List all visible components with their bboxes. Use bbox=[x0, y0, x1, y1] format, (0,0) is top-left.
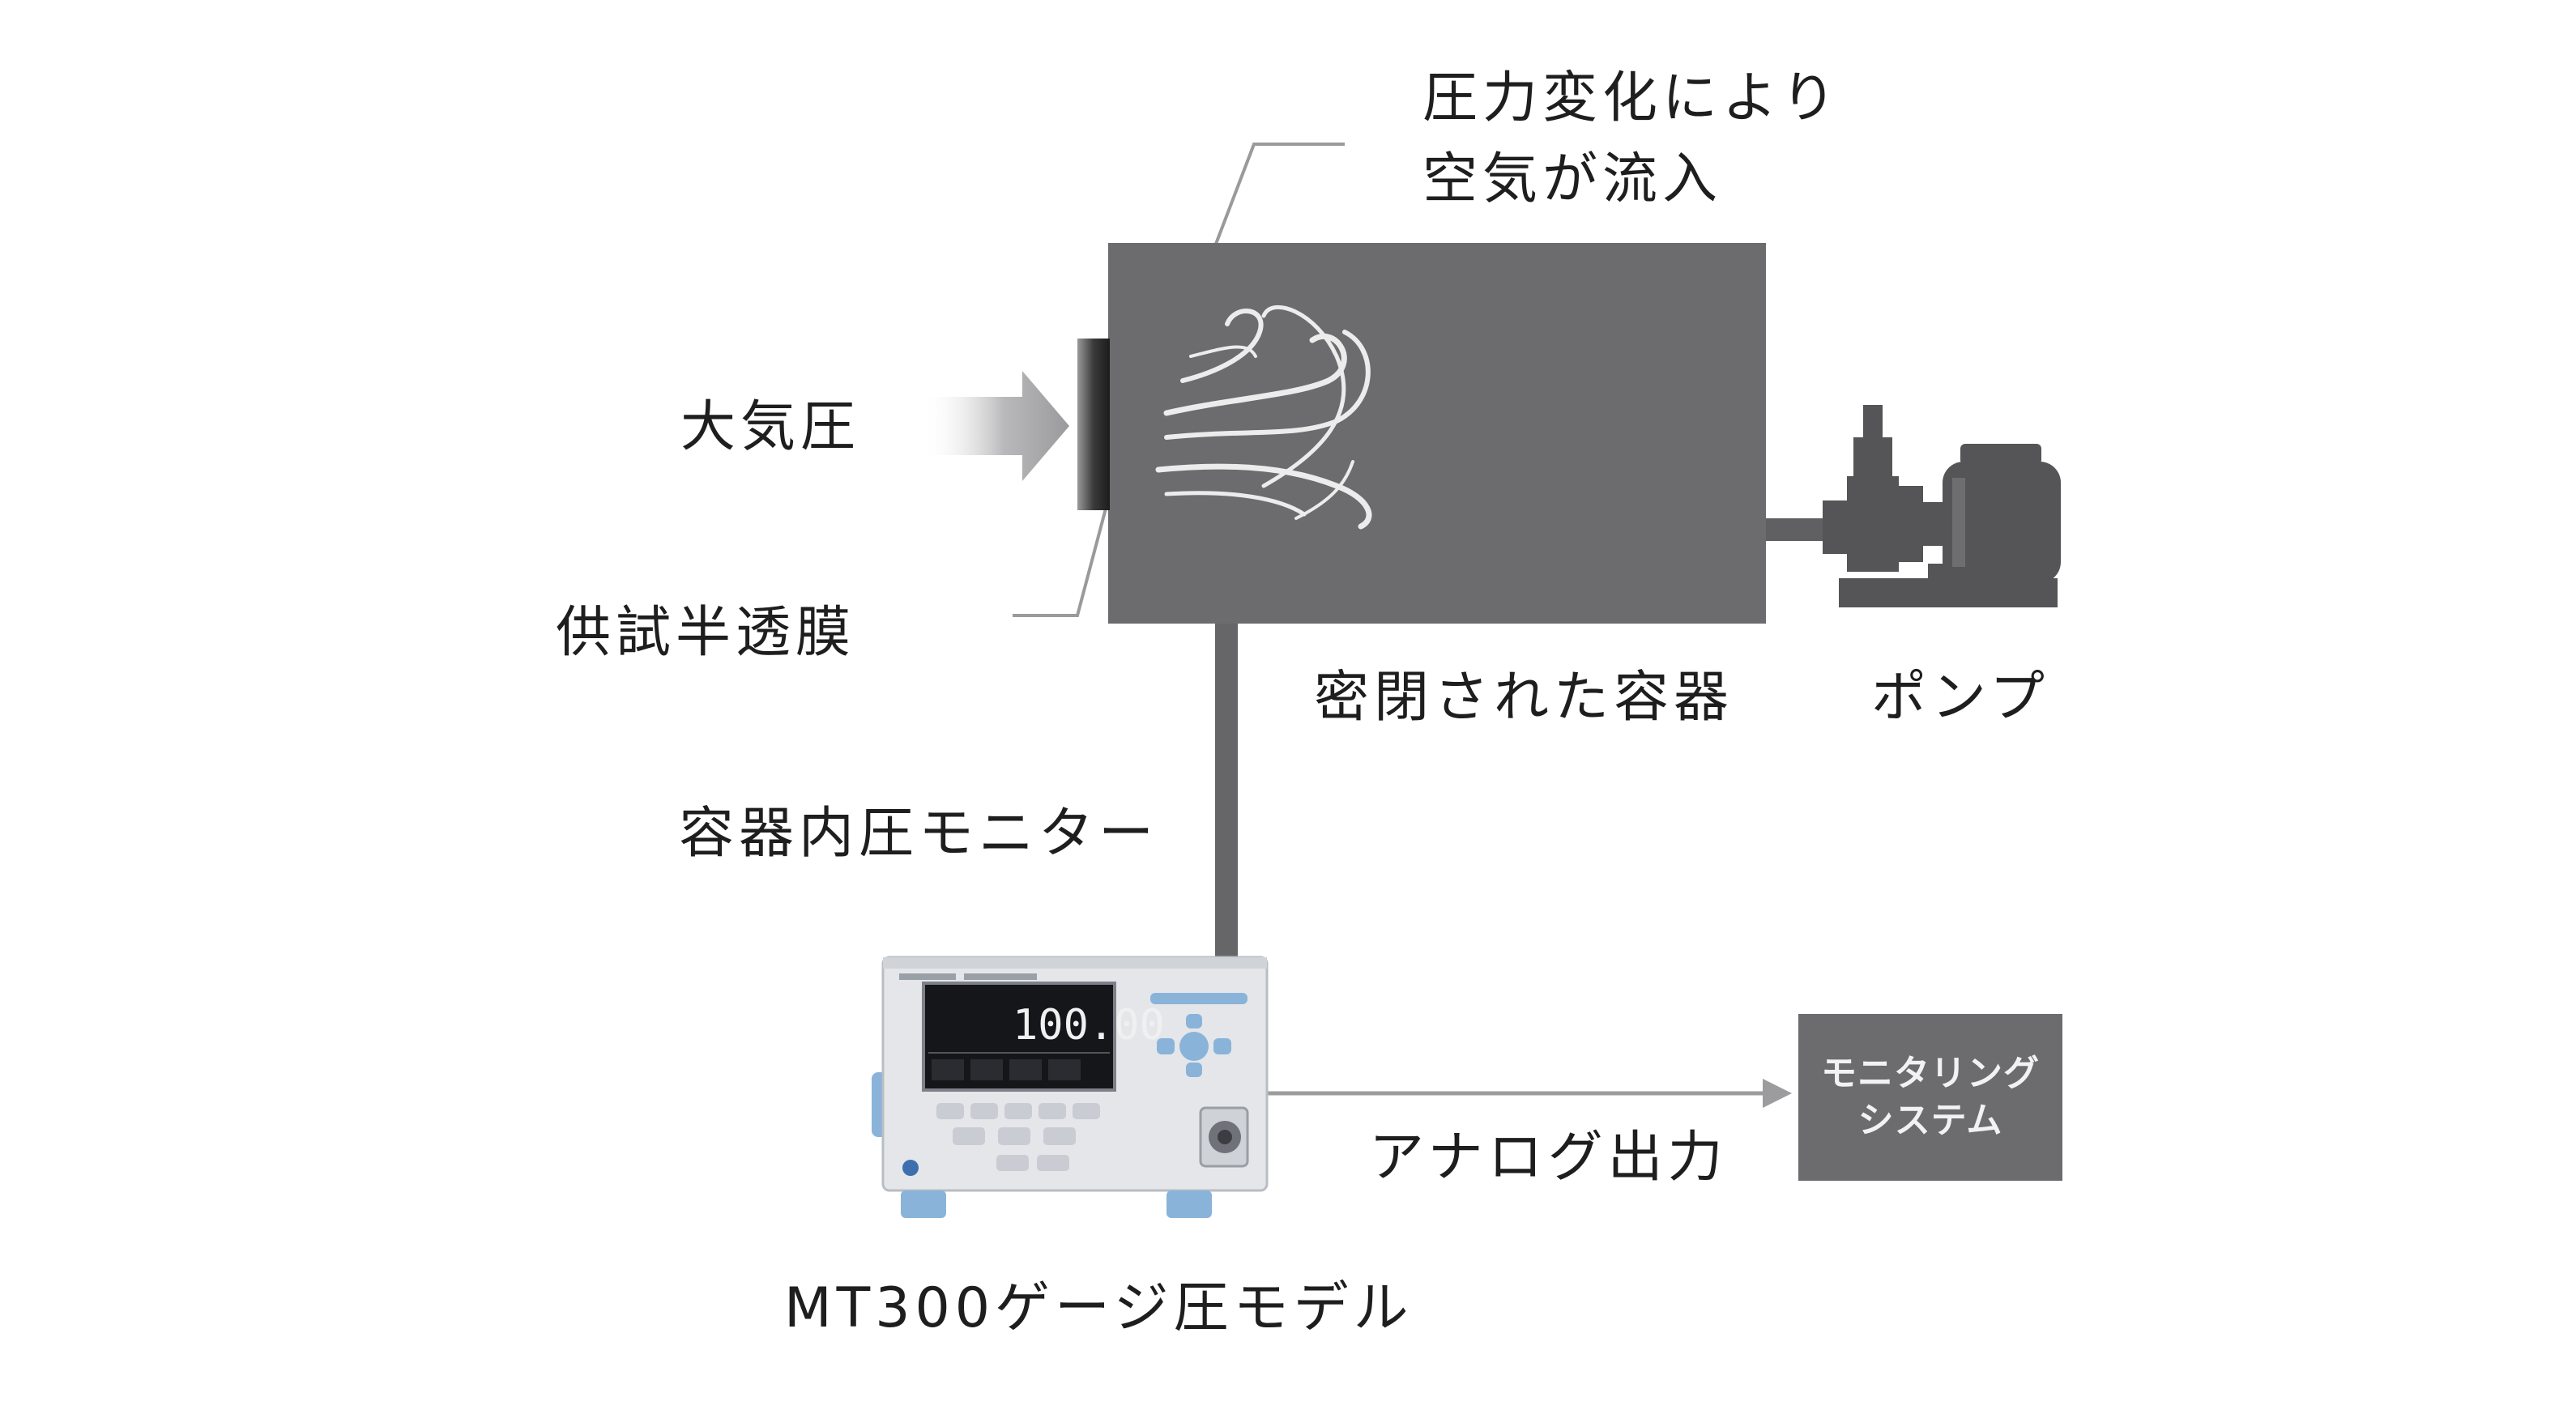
container-pressure-monitor-label: 容器内圧モニター bbox=[679, 802, 1159, 866]
pump-icon bbox=[1823, 405, 2061, 607]
monitoring-system-box: モニタリング システム bbox=[1798, 1014, 2062, 1181]
air-inflow-label-line1: 圧力変化により bbox=[1422, 66, 1841, 130]
monitoring-system-label-line1: モニタリング bbox=[1821, 1053, 2040, 1094]
atmospheric-pressure-label: 大気圧 bbox=[680, 395, 861, 459]
atmospheric-pressure-arrow bbox=[923, 371, 1069, 481]
inflow-leader-line bbox=[1205, 143, 1345, 268]
air-flow-icon bbox=[1155, 305, 1372, 530]
test-membrane-label: 供試半透膜 bbox=[556, 601, 856, 665]
sealed-container-label: 密閉された容器 bbox=[1314, 666, 1734, 730]
device-display-value: 100.00 bbox=[1013, 1001, 1165, 1050]
air-inflow-label-line2: 空気が流入 bbox=[1422, 147, 1723, 211]
device-model-label: MT300ゲージ圧モデル bbox=[784, 1276, 1414, 1340]
analog-output-label: アナログ出力 bbox=[1369, 1126, 1728, 1190]
analog-output-arrow bbox=[1260, 1079, 1792, 1108]
membrane-leader-line bbox=[1013, 508, 1107, 617]
pump-pipe bbox=[1766, 518, 1823, 541]
monitoring-system-label-line2: システム bbox=[1857, 1100, 2003, 1141]
pump-label: ポンプ bbox=[1871, 666, 2049, 730]
test-membrane bbox=[1077, 339, 1110, 510]
mt300-device bbox=[872, 956, 1269, 1218]
